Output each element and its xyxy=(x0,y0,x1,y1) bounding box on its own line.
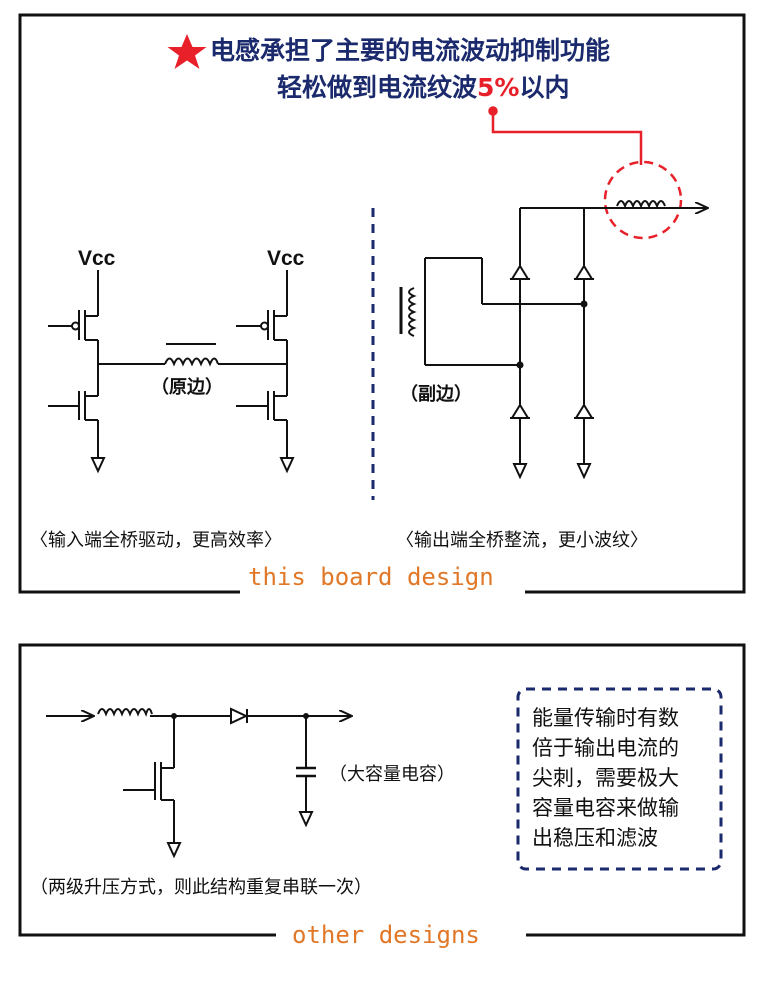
boost-diode xyxy=(230,707,249,725)
callout-leader xyxy=(488,106,643,165)
inductor-highlight-circle xyxy=(603,160,683,240)
rectifier-diode xyxy=(574,403,594,419)
pmos-gate-bubble xyxy=(71,321,80,331)
ground-symbol xyxy=(90,457,106,474)
note-line: 倍于输出电流的 xyxy=(532,736,679,760)
bottom-footer-caption: other designs xyxy=(292,921,480,949)
heading-line-1: 电感承担了主要的电流波动抑制功能 xyxy=(210,36,610,65)
primary-full-bridge xyxy=(48,270,288,458)
rectifier-diode xyxy=(574,264,594,280)
heading-line-2: 轻松做到电流纹波5%以内 xyxy=(277,73,569,102)
pmos-gate-bubble xyxy=(260,321,269,331)
ground-symbol xyxy=(166,842,182,859)
junction-dot xyxy=(580,300,588,308)
note-line: 尖刺，需要极大 xyxy=(532,766,679,790)
top-footer-gap xyxy=(240,580,525,600)
ground-symbol xyxy=(576,463,592,480)
ground-symbol xyxy=(279,457,295,474)
bottom-caption: （两级升压方式，则此结构重复串联一次） xyxy=(30,877,372,898)
junction-dot xyxy=(516,361,524,369)
rectifier-diode xyxy=(510,264,530,280)
secondary-side-label: （副边） xyxy=(400,384,472,405)
boost-converter-circuit xyxy=(46,709,352,843)
capacitor-label: （大容量电容） xyxy=(329,764,455,785)
output-caption: 〈输出端全桥整流，更小波纹〉 xyxy=(396,530,648,551)
secondary-coil xyxy=(408,287,417,337)
ground-symbol xyxy=(298,811,314,828)
primary-side-label: （原边） xyxy=(151,377,223,398)
boost-inductor xyxy=(97,708,153,718)
ground-symbol xyxy=(512,463,528,480)
bottom-footer-gap xyxy=(276,923,526,945)
input-caption: 〈输入端全桥驱动，更高效率〉 xyxy=(30,530,282,551)
primary-coil xyxy=(164,357,219,367)
note-line: 容量电容来做输 xyxy=(532,796,679,820)
junction-dot xyxy=(303,713,309,719)
vcc-label-left: Vcc xyxy=(78,247,116,270)
note-box xyxy=(516,687,723,871)
secondary-full-bridge-rectifier xyxy=(399,208,708,464)
top-footer-caption: this board design xyxy=(248,563,494,591)
note-line: 能量传输时有数 xyxy=(532,706,679,730)
junction-dot xyxy=(171,713,177,719)
rectifier-diode xyxy=(510,403,530,419)
output-inductor xyxy=(616,200,666,209)
vcc-label-right: Vcc xyxy=(267,247,305,270)
note-line: 出稳压和滤波 xyxy=(532,826,658,850)
star-icon xyxy=(167,34,207,69)
